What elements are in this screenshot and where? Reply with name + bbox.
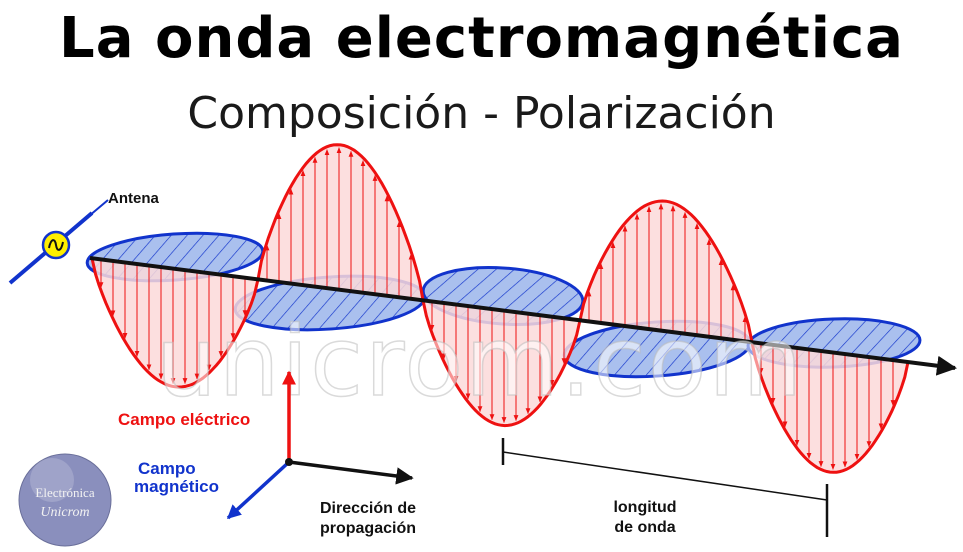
axes-legend: Campo eléctrico Campo magnético Direcció… (118, 370, 416, 537)
magnetic-field-label-line2: magnético (134, 477, 219, 496)
antenna-leader (69, 199, 109, 233)
magnetic-field-label-line1: Campo (138, 459, 196, 478)
electric-field-label: Campo eléctrico (118, 410, 250, 429)
magnetic-axis-arrow (226, 460, 291, 520)
wavelength-span-line (502, 451, 828, 501)
logo-line1: Electrónica (35, 485, 94, 500)
logo-line2: Unicrom (40, 505, 89, 520)
propagation-label-line1: Dirección de (320, 500, 416, 517)
wavelength-indicator: longitud de onda (501, 438, 829, 537)
propagation-axis-arrow (288, 460, 414, 485)
wavelength-label-line1: longitud (613, 499, 676, 516)
unicrom-logo: Electrónica Unicrom (18, 453, 112, 547)
axes-origin (285, 458, 293, 466)
page-title: La onda electromagnética (59, 6, 904, 71)
antenna-label: Antena (108, 190, 159, 207)
logo-disc (18, 453, 112, 547)
electric-lobe (90, 256, 260, 389)
sine-symbol-icon (48, 239, 64, 251)
propagation-axis (89, 256, 957, 376)
antenna: Antena (8, 190, 159, 285)
wavelength-label-line2: de onda (614, 519, 675, 536)
electric-lobe (421, 298, 582, 428)
watermark-text: unicrom.com (156, 306, 804, 418)
electric-lobe (256, 143, 425, 303)
page-subtitle: Composición - Polarización (187, 88, 776, 139)
logo-highlight (30, 458, 74, 502)
electric-field-lobes (90, 143, 910, 474)
propagation-label-line2: propagación (320, 520, 416, 537)
